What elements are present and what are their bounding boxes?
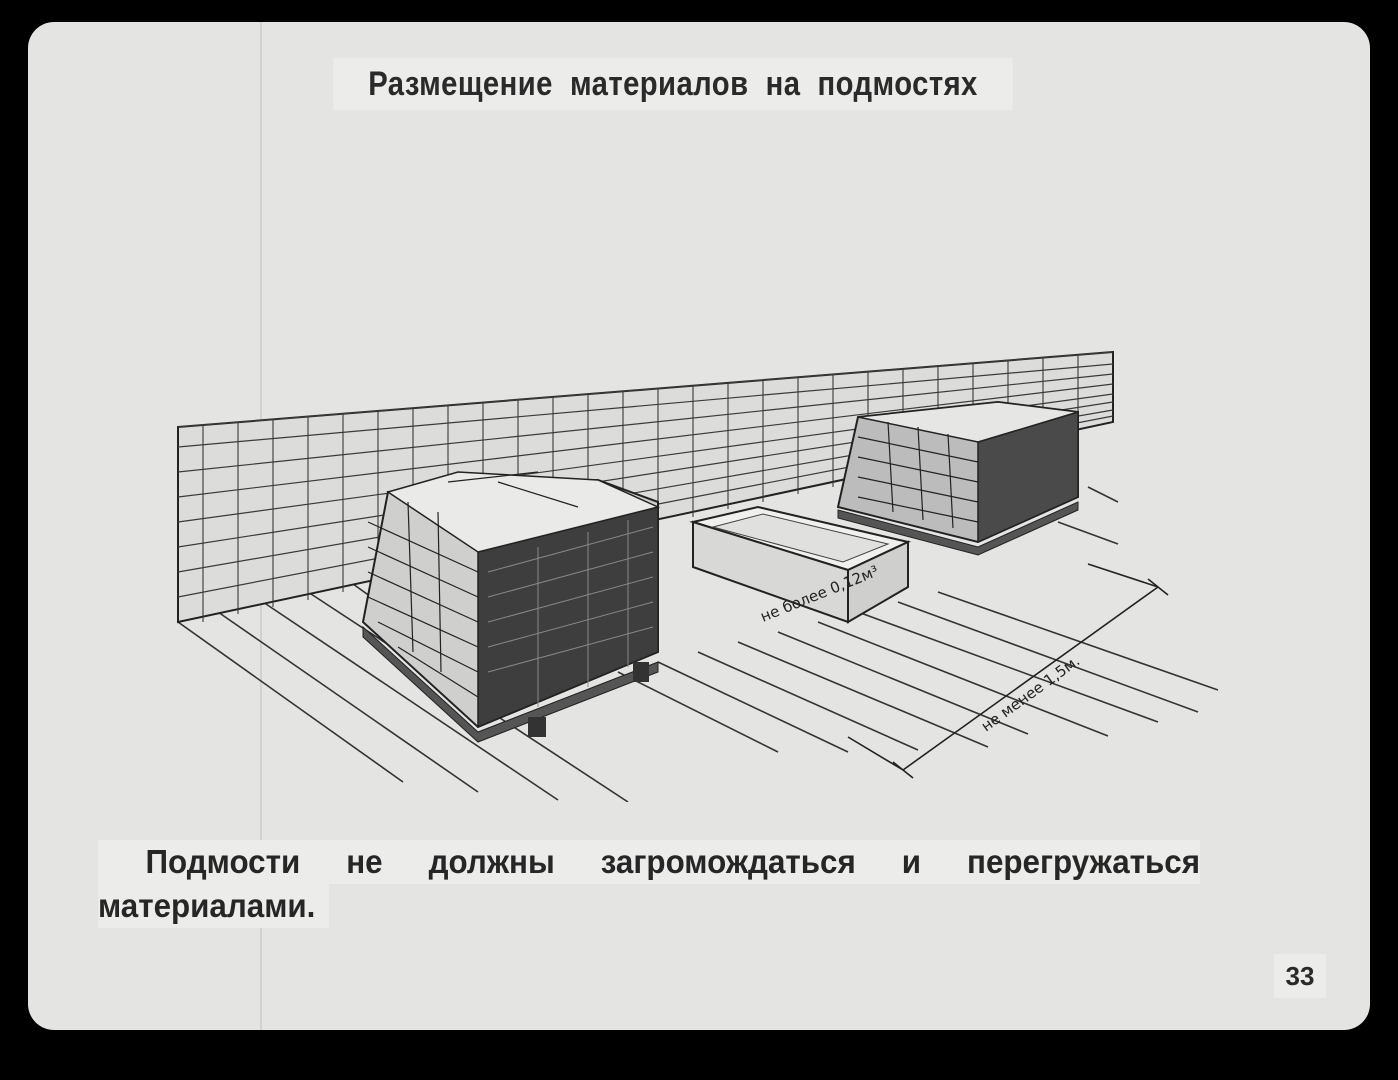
caption-word: загромождаться: [600, 843, 856, 880]
distance-dimension: [847, 563, 1169, 779]
slide-caption: Подмости не должны загромождаться и пере…: [98, 840, 1258, 928]
scaffold-planks: [177, 486, 1219, 802]
caption-line-1: Подмости не должны загромождаться и пере…: [98, 840, 1200, 884]
page-number: 33: [1274, 954, 1326, 998]
brick-stack-near: [361, 471, 661, 743]
distance-label: не менее 1,5м.: [978, 652, 1084, 736]
caption-word: должны: [428, 843, 555, 880]
scaffold-illustration: не более 0,12м³: [177, 350, 1219, 802]
caption-word: не: [346, 843, 383, 880]
caption-word: Подмости: [145, 843, 301, 880]
slide: Размещение материалов на подмостях: [28, 22, 1370, 1030]
caption-line-2: материалами.: [98, 884, 329, 928]
caption-word: и: [901, 843, 922, 880]
slide-title: Размещение материалов на подмостях: [333, 58, 1013, 110]
caption-word: перегружаться: [967, 843, 1200, 880]
brick-stack-far: [836, 400, 1079, 556]
mortar-box: не более 0,12м³: [689, 505, 912, 626]
